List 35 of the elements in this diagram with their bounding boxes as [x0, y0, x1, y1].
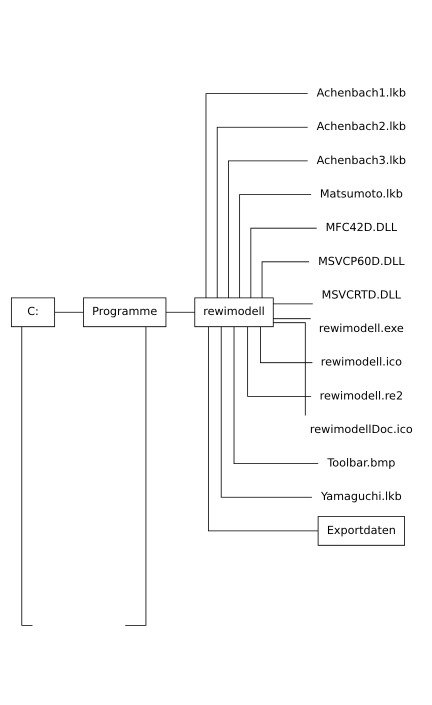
node-text: Yamaguchi.lkb	[320, 490, 402, 504]
connector	[272, 303, 314, 304]
connector	[247, 326, 312, 397]
node-text: MSVCRTD.DLL	[322, 288, 402, 302]
node-text: rewimodellDoc.ico	[310, 422, 413, 436]
connector	[206, 93, 308, 298]
node-text: Toolbar.bmp	[327, 456, 396, 470]
connector	[21, 326, 33, 626]
connector	[220, 326, 312, 498]
node-text: Achenbach2.lkb	[316, 120, 406, 134]
node-text: rewimodell.exe	[318, 322, 404, 336]
node-text: MSVCP60D.DLL	[318, 254, 405, 268]
node-box: Exportdaten	[318, 516, 405, 546]
connector	[273, 322, 306, 416]
node-text: rewimodell.re2	[320, 389, 404, 402]
node-box: C:	[10, 297, 56, 328]
connector	[262, 261, 310, 298]
connector	[228, 160, 308, 298]
connector	[124, 326, 146, 626]
connector	[239, 194, 312, 298]
node-box: Programme	[83, 297, 166, 328]
connector	[234, 326, 319, 464]
node-text: MFC42D.DLL	[326, 221, 398, 234]
node-text: rewimodell.ico	[320, 356, 402, 369]
connector	[54, 312, 84, 313]
node-box: rewimodell	[194, 297, 274, 328]
connector	[216, 126, 308, 298]
connector	[166, 312, 195, 313]
node-text: Matsumoto.lkb	[320, 187, 403, 200]
node-text: Achenbach3.lkb	[316, 154, 406, 167]
connector	[272, 318, 312, 320]
connector	[250, 228, 318, 298]
connector	[260, 326, 313, 364]
node-text: Achenbach1.lkb	[316, 86, 406, 100]
connector	[208, 326, 318, 532]
